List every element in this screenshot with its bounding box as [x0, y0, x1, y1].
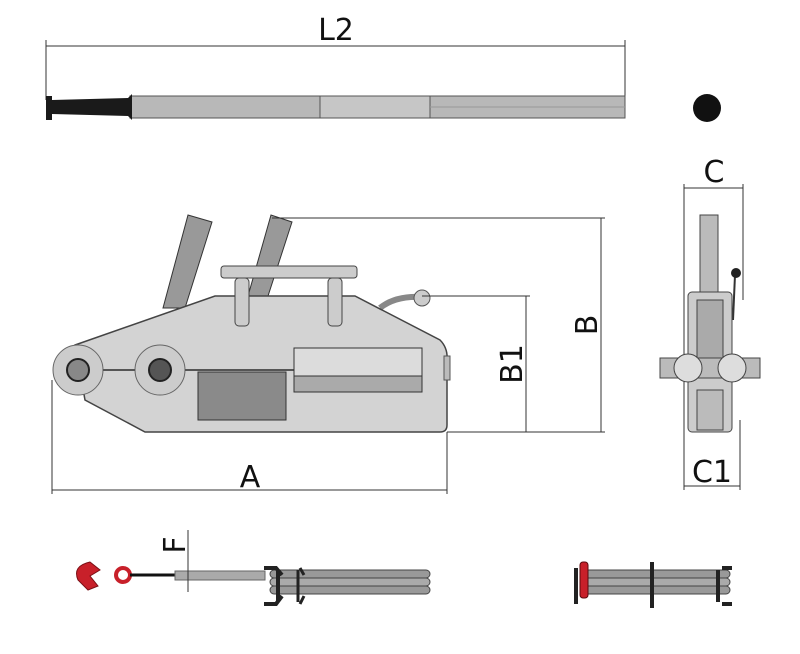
handle-grip	[46, 94, 132, 120]
label-a: A	[240, 460, 261, 495]
label-l2: L2	[318, 13, 354, 48]
label-f: F	[158, 536, 193, 553]
label-c: C	[704, 155, 725, 190]
handle-cross-section	[693, 94, 721, 122]
winch-side-view	[52, 214, 605, 433]
dimension-b: B	[447, 218, 605, 433]
wire-rope-coil	[574, 561, 732, 608]
label-b: B	[570, 315, 605, 336]
dimension-a: A	[51, 380, 448, 495]
telescopic-handle	[46, 94, 626, 120]
dimension-b1: B1	[495, 296, 530, 432]
label-c1: C1	[692, 455, 732, 490]
wire-rope-with-hook: F	[76, 530, 431, 606]
dimension-l2: L2	[45, 13, 626, 100]
hook-icon	[76, 561, 101, 591]
label-b1: B1	[495, 344, 530, 384]
winch-end-view: C C1	[659, 155, 761, 490]
